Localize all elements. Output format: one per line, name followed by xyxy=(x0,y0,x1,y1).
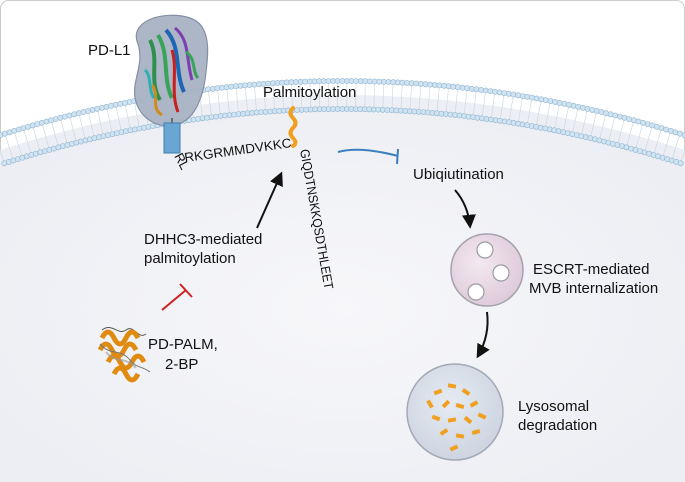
label-pd-l1: PD-L1 xyxy=(88,42,131,59)
lysosome xyxy=(406,363,504,461)
membrane-lipid-tails xyxy=(0,83,685,161)
label-inhibitor-line2: 2-BP xyxy=(165,356,199,373)
label-lysosomal-line1: Lysosomal xyxy=(518,398,590,415)
label-escrt-line2: MVB internalization xyxy=(529,280,659,297)
degraded-cargo-fragments xyxy=(426,383,487,452)
arrow-dhhc3-palmitoylation xyxy=(256,171,283,229)
palmitoyl-chain xyxy=(288,106,298,148)
arrow-mvb-to-lysosome xyxy=(476,311,490,359)
label-dhhc3-line2: palmitoylation xyxy=(144,250,236,267)
label-palmitoylation: Palmitoylation xyxy=(263,84,357,101)
label-ubiquitination: Ubiqiutination xyxy=(413,166,504,183)
label-lysosomal-line2: degradation xyxy=(518,417,598,434)
pd-palm-peptide xyxy=(97,326,151,383)
sequence-prefix: RL xyxy=(171,150,192,172)
arrow-ubiquitination-to-mvb xyxy=(454,189,476,229)
drug-inhibition xyxy=(161,283,193,311)
label-inhibitor-line1: PD-PALM, xyxy=(148,336,218,353)
membrane-inner-leaflet xyxy=(1,106,684,167)
pd-l1-transmembrane xyxy=(163,122,181,154)
ubiquitination-inhibition xyxy=(337,148,399,165)
pd-l1-protein xyxy=(134,14,209,127)
cell-interior xyxy=(0,95,685,482)
label-escrt-line1: ESCRT-mediated xyxy=(533,261,650,278)
label-dhhc3-line1: DHHC3-mediated xyxy=(144,231,263,248)
mvb-body xyxy=(450,233,524,307)
